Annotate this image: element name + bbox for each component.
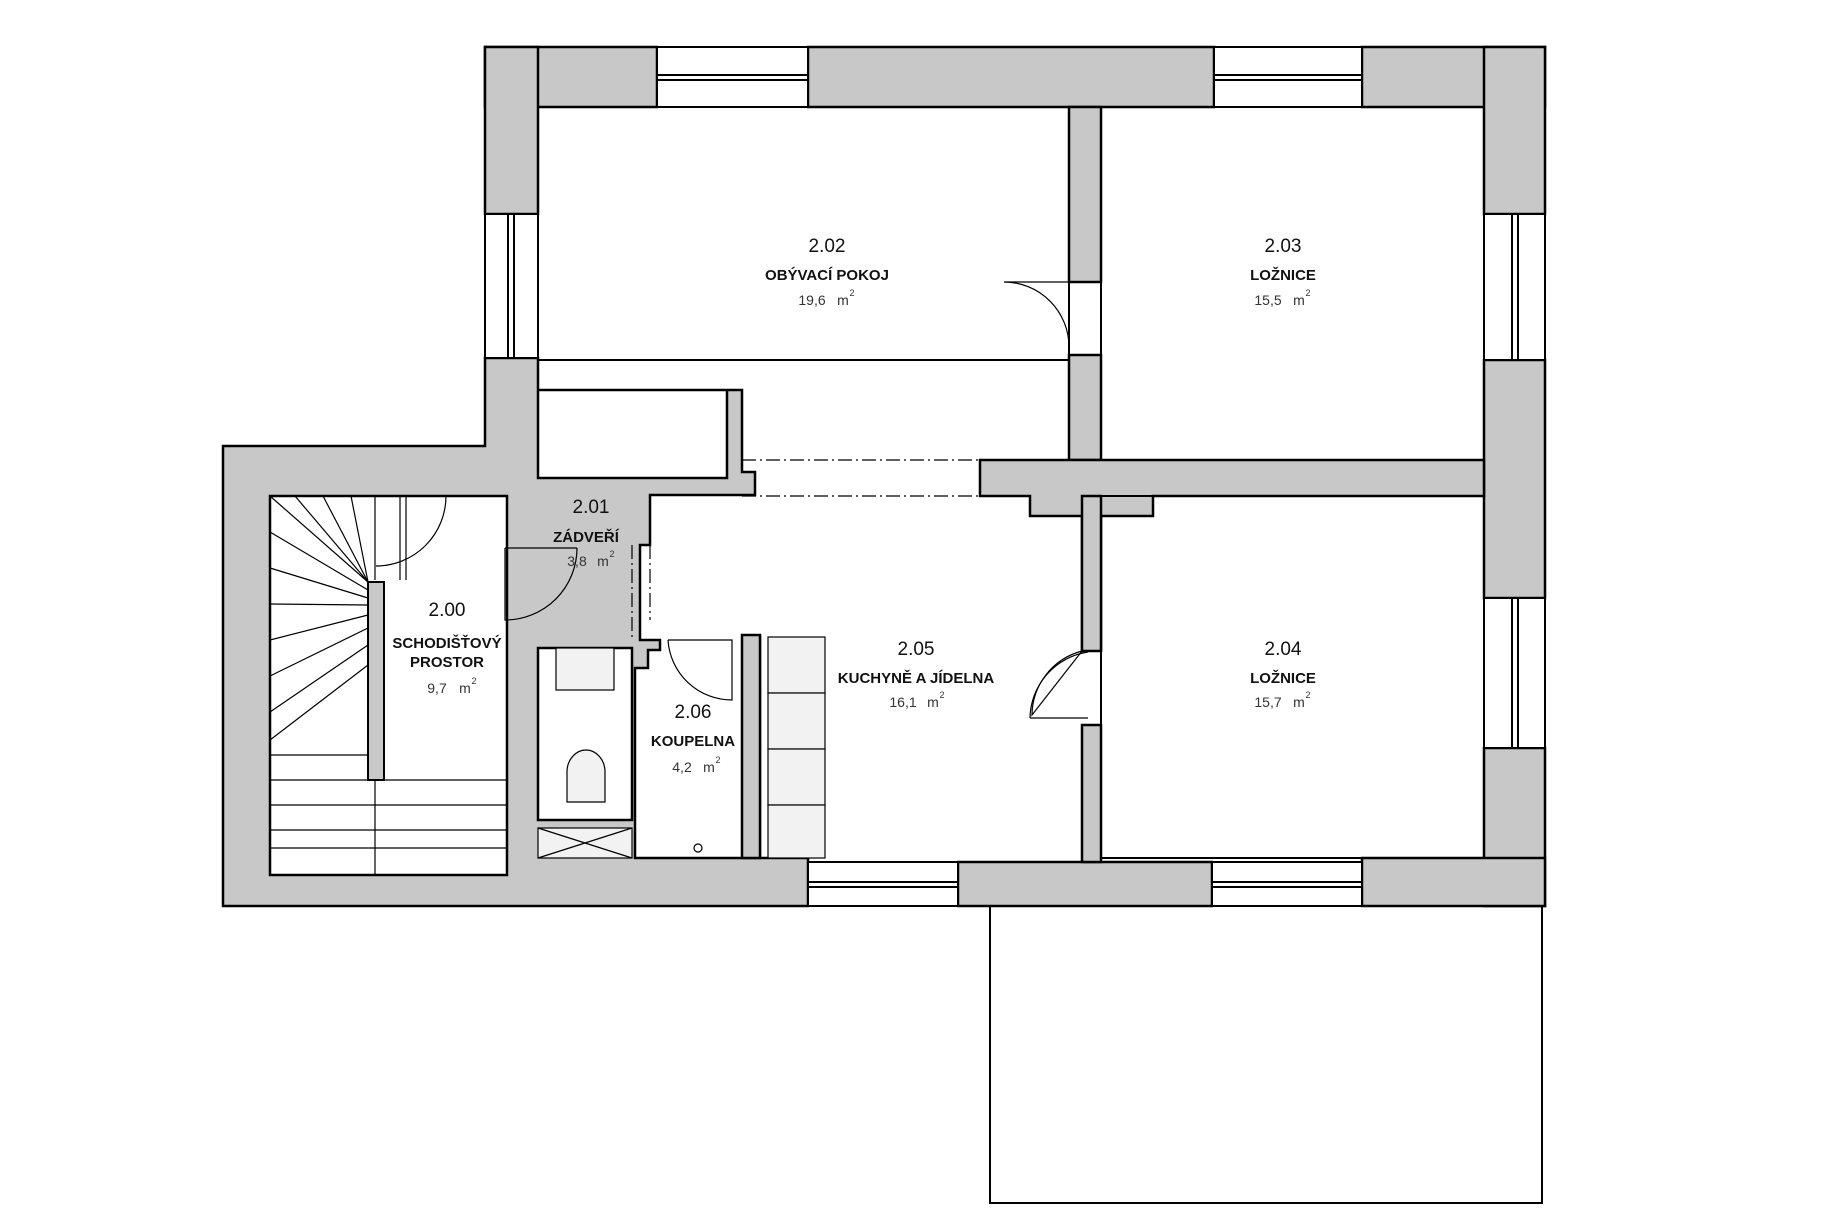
room-area-unit: m — [927, 694, 939, 710]
room-area-sup: 2 — [939, 690, 944, 700]
window-right-1 — [1483, 213, 1546, 361]
room-area-sup: 2 — [1305, 690, 1310, 700]
room-area: 15,5 — [1254, 292, 1281, 308]
room-number: 2.02 — [809, 236, 846, 257]
room-area-unit: m — [837, 292, 849, 308]
room-area-sup: 2 — [1305, 288, 1310, 298]
door-2-05-to-2-04[interactable] — [1031, 650, 1083, 717]
room-name: KOUPELNA — [651, 733, 735, 750]
room-area: 15,7 — [1254, 694, 1281, 710]
sink-icon — [555, 647, 615, 691]
doors — [375, 281, 1089, 719]
room-label-2-01: 2.01 ZÁDVEŘÍ 3,8 m 2 — [553, 497, 620, 569]
bathroom-fixtures — [537, 647, 703, 859]
window-left — [484, 213, 539, 359]
room-label-2-03: 2.03 LOŽNICE 15,5 m 2 — [1250, 236, 1316, 308]
window-right-2 — [1483, 597, 1546, 749]
door-2-01[interactable] — [504, 547, 578, 621]
room-label-2-05: 2.05 KUCHYNĚ A JÍDELNA 16,1 m 2 — [838, 639, 995, 710]
window-bottom-2 — [1211, 861, 1363, 907]
room-area-unit: m — [459, 680, 471, 696]
room-area: 4,2 — [672, 759, 692, 775]
door-2-00[interactable] — [375, 495, 447, 567]
kitchen-counter — [767, 636, 826, 859]
door-2-06[interactable] — [667, 639, 733, 701]
room-area-unit: m — [703, 759, 715, 775]
walls — [221, 45, 1547, 908]
room-name: ZÁDVEŘÍ — [553, 528, 620, 546]
wall-bottom-mid — [956, 860, 1214, 908]
drain-icon — [693, 843, 703, 853]
wall-right-2 — [1482, 358, 1547, 600]
wall-left-upper — [483, 45, 540, 216]
wall-cross — [978, 458, 1486, 652]
terrace-outline — [989, 904, 1543, 1204]
wall-right-1 — [1482, 45, 1547, 216]
room-label-2-00: 2.00 SCHODIŠŤOVÝ PROSTOR 9,7 m 2 — [392, 600, 501, 696]
window-bottom-1 — [807, 861, 959, 907]
wall-living-bed-lower — [1067, 353, 1103, 462]
wall-kitchen-bed-lower — [1080, 723, 1103, 864]
room-area-unit: m — [597, 553, 609, 569]
room-name: KUCHYNĚ A JÍDELNA — [838, 669, 995, 687]
stair-handrail — [367, 581, 385, 781]
room-number: 2.05 — [898, 639, 935, 660]
room-number: 2.04 — [1265, 639, 1302, 660]
room-label-2-02: 2.02 OBÝVACÍ POKOJ 19,6 m 2 — [765, 236, 889, 308]
room-number: 2.00 — [429, 600, 466, 621]
room-area: 19,6 — [798, 292, 825, 308]
room-name: SCHODIŠŤOVÝ — [392, 634, 501, 652]
staircase — [269, 495, 507, 875]
room-area-sup: 2 — [471, 676, 476, 686]
room-area: 3,8 — [567, 553, 587, 569]
room-number: 2.03 — [1265, 236, 1302, 257]
room-area: 9,7 — [427, 680, 447, 696]
room-number: 2.06 — [675, 702, 712, 723]
room-area-unit: m — [1293, 292, 1305, 308]
windows — [484, 46, 1546, 907]
room-name: LOŽNICE — [1250, 669, 1316, 687]
room-area-sup: 2 — [849, 288, 854, 298]
room-name: LOŽNICE — [1250, 266, 1316, 284]
room-label-2-06: 2.06 KOUPELNA 4,2 m 2 — [651, 702, 735, 775]
room-area-unit: m — [1293, 694, 1305, 710]
wall-stair-block — [221, 356, 810, 908]
wall-kitchen-bed-upper — [1080, 494, 1103, 653]
room-area-sup: 2 — [609, 549, 614, 559]
window-top-2 — [1213, 46, 1363, 108]
door-2-02[interactable] — [1003, 281, 1070, 348]
room-name: OBÝVACÍ POKOJ — [765, 266, 889, 284]
room-area: 16,1 — [889, 694, 916, 710]
window-top-1 — [656, 46, 809, 108]
room-label-2-04: 2.04 LOŽNICE 15,7 m 2 — [1250, 639, 1316, 710]
wall-top-2 — [806, 45, 1216, 109]
room-area-sup: 2 — [715, 755, 720, 765]
room-number: 2.01 — [573, 497, 610, 518]
room-2-02-outline — [537, 106, 1070, 361]
wall-bottom-right — [1360, 856, 1547, 908]
toilet-icon — [566, 749, 606, 803]
room-name: PROSTOR — [410, 654, 484, 671]
wall-living-bed-upper — [1067, 105, 1103, 284]
wall-bath-right — [740, 633, 762, 860]
